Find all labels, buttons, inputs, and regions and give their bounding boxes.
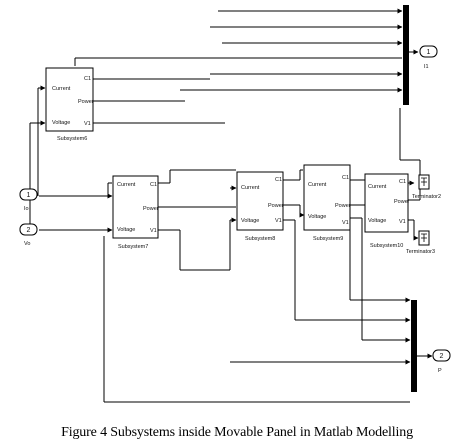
subsystem7-port-voltage: Voltage (117, 227, 135, 233)
terminator2-label: Terminator2 (412, 194, 441, 200)
subsystem10-label: Subsystem10 (370, 243, 403, 249)
figure-caption: Figure 4 Subsystems inside Movable Panel… (61, 425, 413, 440)
subsystem9-port-power: Power (335, 203, 351, 209)
subsystem10-port-current: Current (368, 184, 387, 190)
subsystem7-port-c1: C1 (150, 182, 157, 188)
inport-io[interactable]: 1 Io (19, 188, 38, 212)
outport-i1-number: 1 (427, 49, 431, 56)
outport-i1-label: I1 (424, 64, 429, 70)
subsystem7-block[interactable]: Current Voltage C1 Power V1 Subsystem7 (112, 175, 159, 250)
subsystem8-port-voltage: Voltage (241, 218, 259, 224)
subsystem8-block[interactable]: Current Voltage C1 Power V1 Subsystem8 (236, 171, 284, 242)
subsystem6-port-c1: C1 (84, 76, 91, 82)
subsystem9-port-v1: V1 (342, 220, 349, 226)
subsystem7-port-current: Current (117, 182, 136, 188)
subsystem7-label: Subsystem7 (118, 244, 148, 250)
inport-vo[interactable]: 2 Vo (19, 223, 38, 247)
subsystem9-block[interactable]: Current Voltage C1 Power V1 Subsystem9 (303, 164, 351, 242)
subsystem9-label: Subsystem9 (313, 236, 343, 242)
mux-bar-top[interactable] (403, 5, 409, 105)
subsystem6-label: Subsystem6 (57, 136, 87, 142)
subsystem10-port-c1: C1 (399, 179, 406, 185)
inport-io-number: 1 (27, 192, 31, 199)
outport-p-label: P (438, 368, 442, 374)
subsystem6-port-voltage: Voltage (52, 120, 70, 126)
subsystem10-port-voltage: Voltage (368, 218, 386, 224)
subsystem8-label: Subsystem8 (245, 236, 275, 242)
subsystem8-port-power: Power (268, 203, 284, 209)
subsystem10-block[interactable]: Current Voltage C1 Power V1 Subsystem10 (364, 173, 410, 249)
inport-io-label: Io (24, 206, 29, 212)
subsystem6-port-current: Current (52, 86, 71, 92)
inport-vo-label: Vo (24, 241, 30, 247)
subsystem10-port-v1: V1 (399, 219, 406, 225)
mux-bar-bottom[interactable] (411, 300, 417, 392)
terminator3-label: Terminator3 (406, 249, 435, 255)
subsystem9-port-c1: C1 (342, 175, 349, 181)
subsystem8-port-c1: C1 (275, 177, 282, 183)
outport-p-number: 2 (440, 353, 444, 360)
outport-p[interactable]: 2 P (432, 349, 451, 374)
simulink-diagram: Current Voltage C1 Power V1 Subsystem6 C… (19, 5, 451, 403)
outport-i1[interactable]: 1 I1 (419, 45, 438, 70)
subsystem9-port-current: Current (308, 182, 327, 188)
subsystem6-port-v1: V1 (84, 121, 91, 127)
subsystem7-port-v1: V1 (150, 228, 157, 234)
subsystem8-port-current: Current (241, 185, 260, 191)
signal-wires (29, 8, 433, 403)
subsystem7-port-power: Power (143, 206, 159, 212)
terminator2-block[interactable]: Terminator2 (412, 174, 441, 200)
subsystem10-port-power: Power (394, 199, 410, 205)
subsystem6-block[interactable]: Current Voltage C1 Power V1 Subsystem6 (45, 67, 94, 142)
inport-vo-number: 2 (27, 227, 31, 234)
subsystem8-port-v1: V1 (275, 218, 282, 224)
subsystem6-port-power: Power (78, 99, 94, 105)
terminator3-block[interactable]: Terminator3 (406, 230, 435, 255)
subsystem9-port-voltage: Voltage (308, 214, 326, 220)
